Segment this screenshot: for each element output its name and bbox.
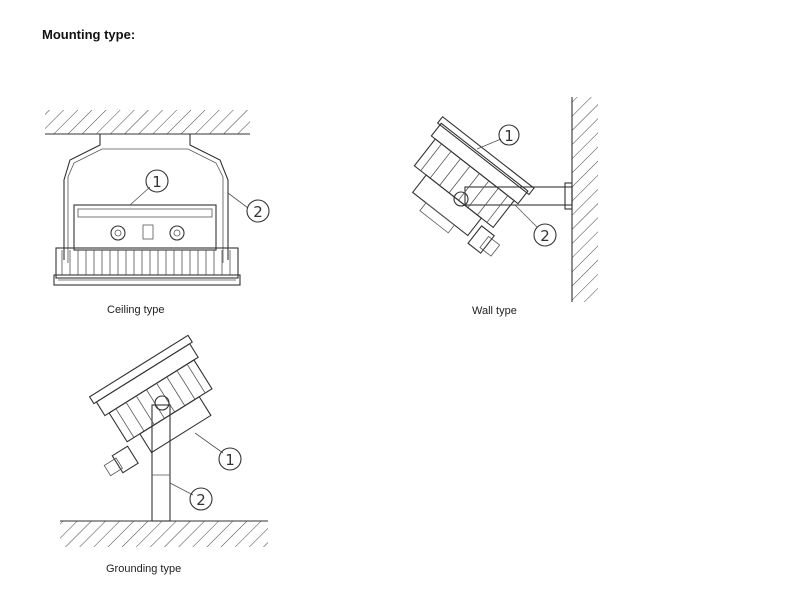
svg-text:2: 2 xyxy=(253,203,263,221)
lamp-body xyxy=(73,204,217,251)
ground-surface xyxy=(60,521,268,547)
callout-2-icon xyxy=(189,487,213,511)
lamp-body xyxy=(88,334,213,477)
callout-1-icon xyxy=(218,447,242,471)
grounding-type-caption: Grounding type xyxy=(106,563,182,575)
lamp-lens xyxy=(53,274,241,286)
callout-2-icon xyxy=(246,199,270,223)
svg-text:1: 1 xyxy=(225,451,235,469)
mounting-bracket xyxy=(63,134,101,260)
callout-1-icon xyxy=(498,124,520,146)
mounting-pole xyxy=(151,404,171,522)
wall-surface xyxy=(572,97,598,302)
svg-text:2: 2 xyxy=(540,227,550,245)
grounding-type-diagram: 1 2 xyxy=(60,334,268,547)
svg-text:1: 1 xyxy=(152,173,162,191)
svg-text:2: 2 xyxy=(196,491,206,509)
page-title: Mounting type: xyxy=(42,27,136,42)
callout-1-icon xyxy=(145,169,169,193)
wall-type-caption: Wall type xyxy=(472,305,517,317)
wall-type-diagram: 1 2 xyxy=(411,97,598,302)
svg-text:1: 1 xyxy=(504,127,514,145)
ceiling-surface xyxy=(45,110,250,134)
callout-2-icon xyxy=(533,223,557,247)
ceiling-type-caption: Ceiling type xyxy=(107,304,165,316)
ceiling-type-diagram: 1 2 xyxy=(45,110,270,286)
lamp-body xyxy=(411,115,535,257)
